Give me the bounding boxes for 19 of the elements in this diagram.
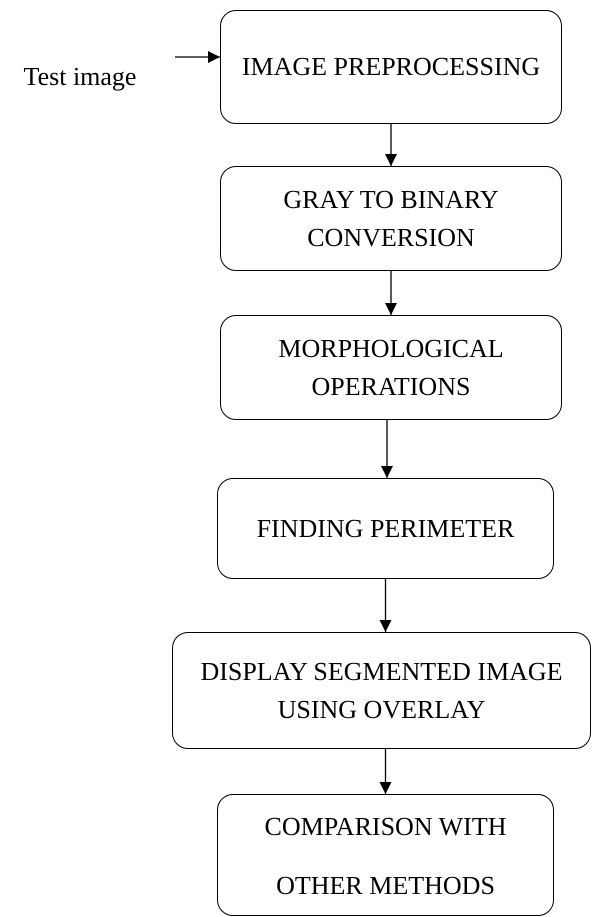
- process-box: [217, 794, 554, 916]
- box-text: DISPLAY SEGMENTED IMAGE USING OVERLAY: [199, 656, 564, 726]
- arrow: [175, 51, 220, 63]
- box-text: FINDING PERIMETER: [256, 512, 516, 544]
- box-text: MORPHOLOGICAL OPERATIONS: [277, 332, 505, 402]
- box-text: IMAGE PREPROCESSING: [240, 51, 542, 83]
- process-box: [220, 166, 562, 271]
- process-box: [217, 478, 554, 579]
- arrow: [381, 420, 393, 478]
- process-box: [172, 632, 591, 749]
- arrow: [380, 579, 392, 632]
- arrow: [380, 749, 392, 794]
- box-text: GRAY TO BINARY CONVERSION: [282, 184, 500, 254]
- box-text: Test image: [22, 61, 138, 93]
- arrow: [385, 124, 397, 166]
- process-box: [220, 10, 562, 124]
- box-text: COMPARISON WITH OTHER METHODS: [264, 811, 508, 902]
- arrow: [385, 271, 397, 315]
- process-box: [220, 315, 562, 420]
